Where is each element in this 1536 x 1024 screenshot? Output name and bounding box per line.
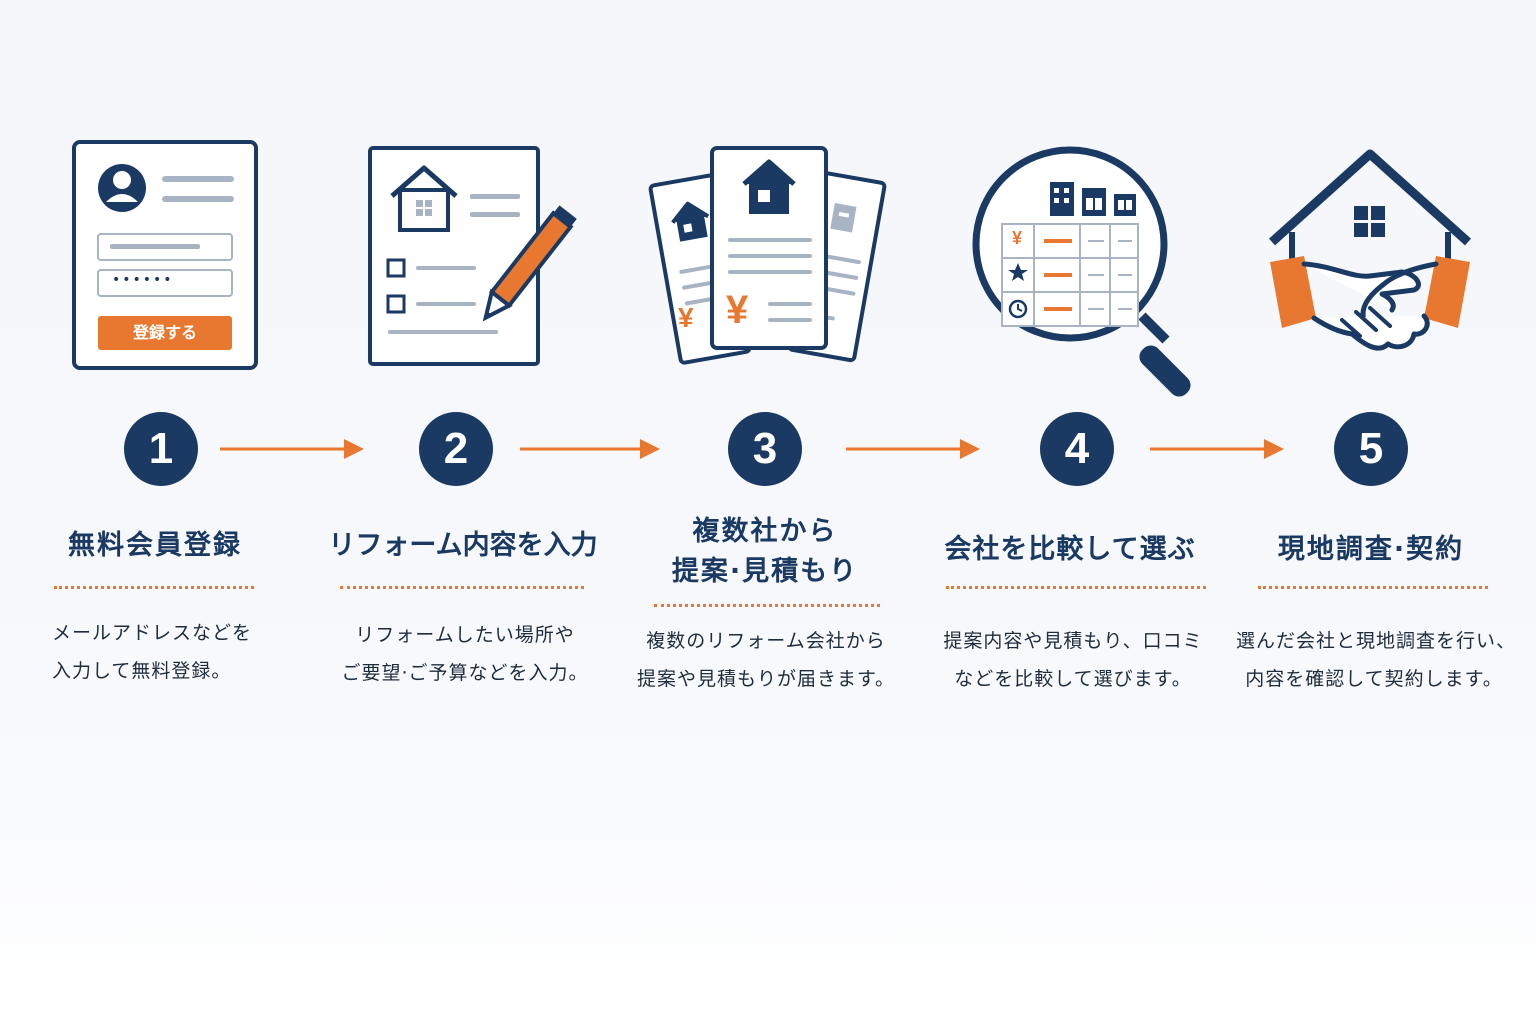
- step-1-desc-line1: メールアドレスなどを: [52, 622, 253, 644]
- registration-form-icon: [72, 140, 258, 370]
- step4-illustration: ¥: [970, 144, 1214, 406]
- step-4-description: 提案内容や見積もり、口コミ などを比較して選びます。: [932, 622, 1214, 698]
- step-5-description: 選んだ会社と現地調査を行い、 内容を確認して契約します。: [1236, 622, 1517, 698]
- yen-symbol-small: ¥: [678, 302, 694, 333]
- step-1-divider: [54, 586, 254, 589]
- house-handshake-icon: [1268, 149, 1472, 351]
- step-4-divider: [946, 586, 1206, 589]
- step-3-description: 複数のリフォーム会社から 提案や見積もりが届きます。: [632, 622, 900, 698]
- step-1-description: メールアドレスなどを 入力して無料登録。: [52, 614, 252, 690]
- arrow-right-icon: [1150, 439, 1284, 459]
- step-2-badge: 2: [419, 412, 493, 486]
- step-1-desc-line2: 入力して無料登録。: [52, 660, 232, 682]
- password-mask: ••••••: [112, 272, 174, 288]
- arrow-right-icon: [220, 439, 364, 459]
- step-4-desc-line2: などを比較して選びます。: [954, 668, 1192, 690]
- step-4-title: 会社を比較して選ぶ: [944, 534, 1196, 565]
- step-2-description: リフォームしたい場所や ご要望·ご予算などを入力。: [330, 616, 600, 692]
- step-1-title: 無料会員登録: [68, 530, 242, 561]
- step-3-desc-line1: 複数のリフォーム会社から: [646, 630, 886, 652]
- step-5-badge: 5: [1334, 412, 1408, 486]
- step2-illustration: [366, 144, 586, 368]
- step-2-divider: [340, 586, 584, 589]
- yen-symbol-large: ¥: [726, 288, 749, 332]
- arrow-right-icon: [520, 439, 660, 459]
- step1-illustration: •••••• 登録する: [70, 138, 262, 374]
- step-5-desc-line1: 選んだ会社と現地調査を行い、: [1236, 630, 1517, 652]
- step-4-desc-line1: 提案内容や見積もり、口コミ: [943, 630, 1203, 652]
- checklist-pencil-icon: [368, 146, 577, 366]
- arrow-right-icon: [846, 439, 980, 459]
- step-2-desc-line1: リフォームしたい場所や: [355, 624, 575, 646]
- step-2-desc-line2: ご要望·ご予算などを入力。: [341, 662, 589, 684]
- step-4-badge: 4: [1040, 412, 1114, 486]
- step-1-badge: 1: [124, 412, 198, 486]
- step-3-badge: 3: [728, 412, 802, 486]
- step-3-title-line1: 複数社から: [692, 516, 838, 547]
- step-3-title-line2: 提案·見積もり: [671, 556, 859, 587]
- step-3-divider: [654, 604, 880, 607]
- step-3-desc-line2: 提案や見積もりが届きます。: [636, 668, 896, 690]
- estimate-documents-icon: [648, 146, 887, 365]
- register-button-label: 登録する: [132, 323, 197, 342]
- yen-symbol-table: ¥: [1012, 228, 1023, 248]
- magnifier-comparison-icon: [972, 146, 1191, 397]
- step-5-divider: [1258, 586, 1488, 589]
- step-2-title: リフォーム内容を入力: [328, 530, 598, 561]
- step-5-title: 現地調査·契約: [1277, 534, 1465, 565]
- step-5-desc-line2: 内容を確認して契約します。: [1245, 668, 1503, 690]
- step5-illustration: [1264, 148, 1476, 372]
- step3-illustration: ¥ ¥: [642, 142, 894, 366]
